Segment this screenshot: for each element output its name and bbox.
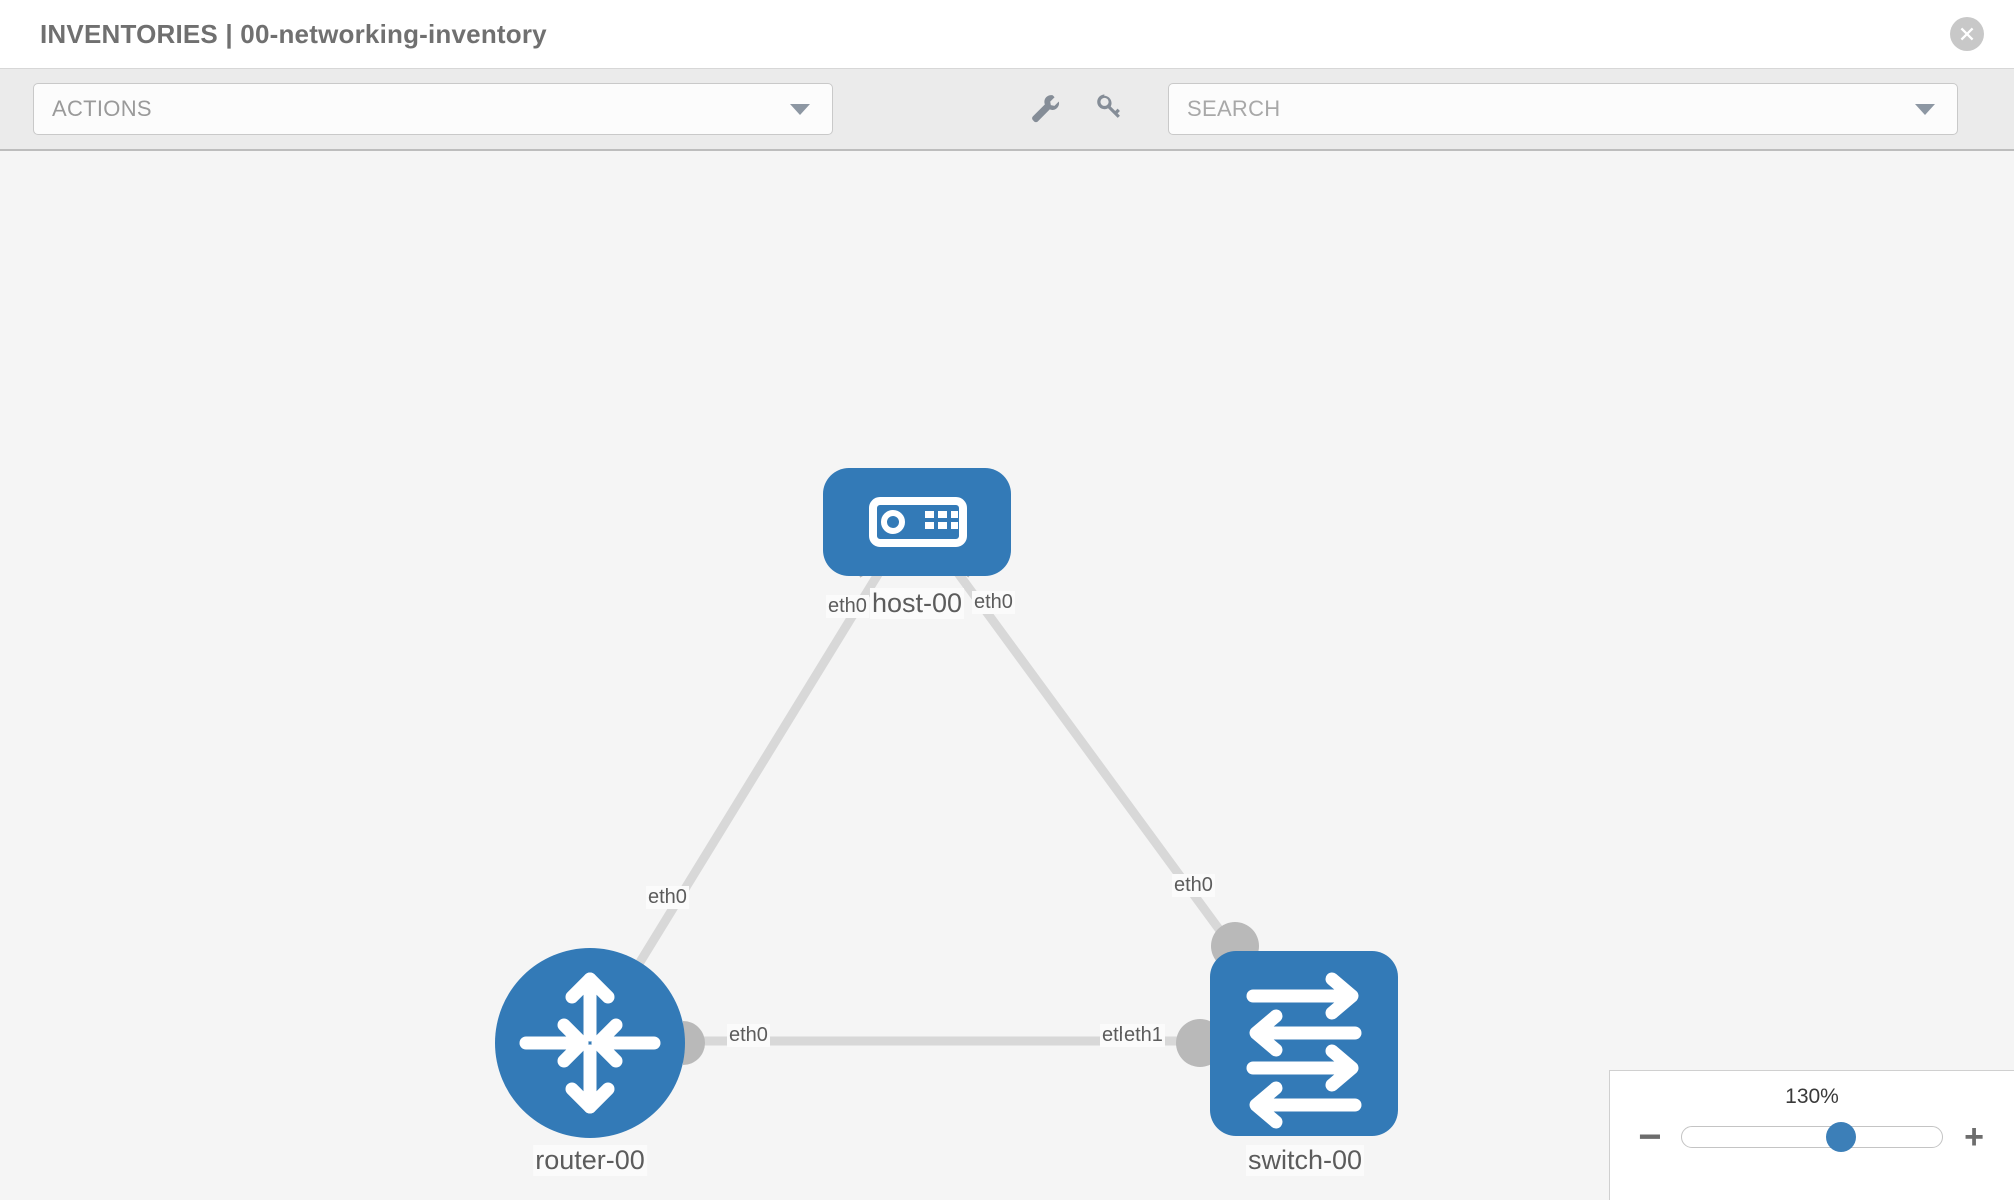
wrench-icon[interactable] [1028,92,1062,126]
page-title: INVENTORIES | 00-networking-inventory [40,18,547,49]
edge-label-switch-router-eth1: eth1 [1122,1024,1165,1047]
edge-label-host-switch-eth0: eth0 [972,591,1015,614]
chevron-down-icon[interactable] [1915,103,1935,115]
node-router-00[interactable] [495,948,685,1138]
zoom-level-value: 130% [1785,1085,1839,1108]
toolbar-icons [1028,92,1126,126]
topology-graph [495,468,1398,1138]
router-arrows-icon [519,972,661,1114]
node-label-switch-00: switch-00 [1245,1145,1365,1176]
graph-links [606,566,1239,1046]
zoom-slider-thumb[interactable] [1825,1122,1856,1152]
zoom-in-button[interactable]: + [1964,1118,1984,1156]
edge-label-router-host-eth0: eth0 [646,886,689,909]
link-host-router[interactable] [606,568,884,1014]
page-header: INVENTORIES | 00-networking-inventory [0,0,2014,68]
actions-dropdown[interactable]: ACTIONS [33,83,833,135]
edge-label-host-router-eth0: eth0 [826,595,869,618]
server-icon [869,497,967,547]
zoom-control-row: − + [1610,1117,2014,1157]
node-host-00[interactable] [823,468,1011,576]
actions-dropdown-label: ACTIONS [52,96,152,121]
switch-arrows-icon [1246,972,1362,1129]
zoom-slider[interactable] [1681,1122,1943,1152]
close-icon [1960,27,1974,41]
node-host-00-shape[interactable] [823,468,1011,576]
key-icon[interactable] [1092,92,1126,126]
zoom-out-button[interactable]: − [1638,1115,1662,1159]
topology-canvas[interactable]: eth0 eth0 eth0 eth0 eth0 eth0 eth1 host-… [0,151,2014,1200]
connector-router-eth0[interactable] [683,1021,705,1065]
edge-label-router-switch-eth0: eth0 [727,1024,770,1047]
graph-connectors [683,542,1259,1067]
node-label-host-00: host-00 [869,588,965,619]
chevron-down-icon [790,103,810,115]
edge-label-switch-host-eth0: eth0 [1172,874,1215,897]
zoom-control-panel: 130% − + [1609,1070,2014,1200]
search-field[interactable] [1168,83,1958,135]
node-label-router-00: router-00 [533,1145,647,1176]
node-router-00-shape[interactable] [495,948,685,1138]
node-switch-00[interactable] [1210,951,1398,1136]
close-button[interactable] [1950,17,1984,51]
search-input[interactable] [1187,96,1939,122]
toolbar: ACTIONS [0,68,2014,151]
